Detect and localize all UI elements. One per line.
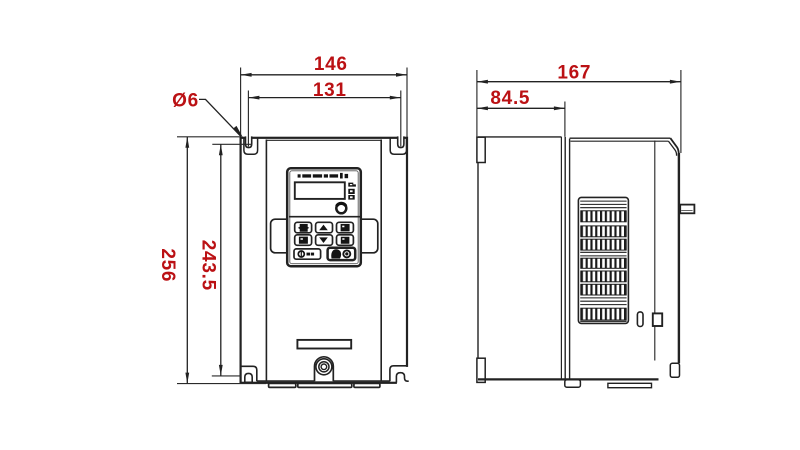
svg-text:256: 256 — [157, 248, 178, 282]
svg-text:131: 131 — [313, 80, 347, 101]
svg-text:243.5: 243.5 — [198, 240, 219, 291]
svg-text:Ø6: Ø6 — [172, 91, 199, 112]
svg-text:167: 167 — [557, 62, 591, 83]
svg-text:146: 146 — [314, 54, 348, 75]
svg-text:84.5: 84.5 — [490, 88, 530, 109]
